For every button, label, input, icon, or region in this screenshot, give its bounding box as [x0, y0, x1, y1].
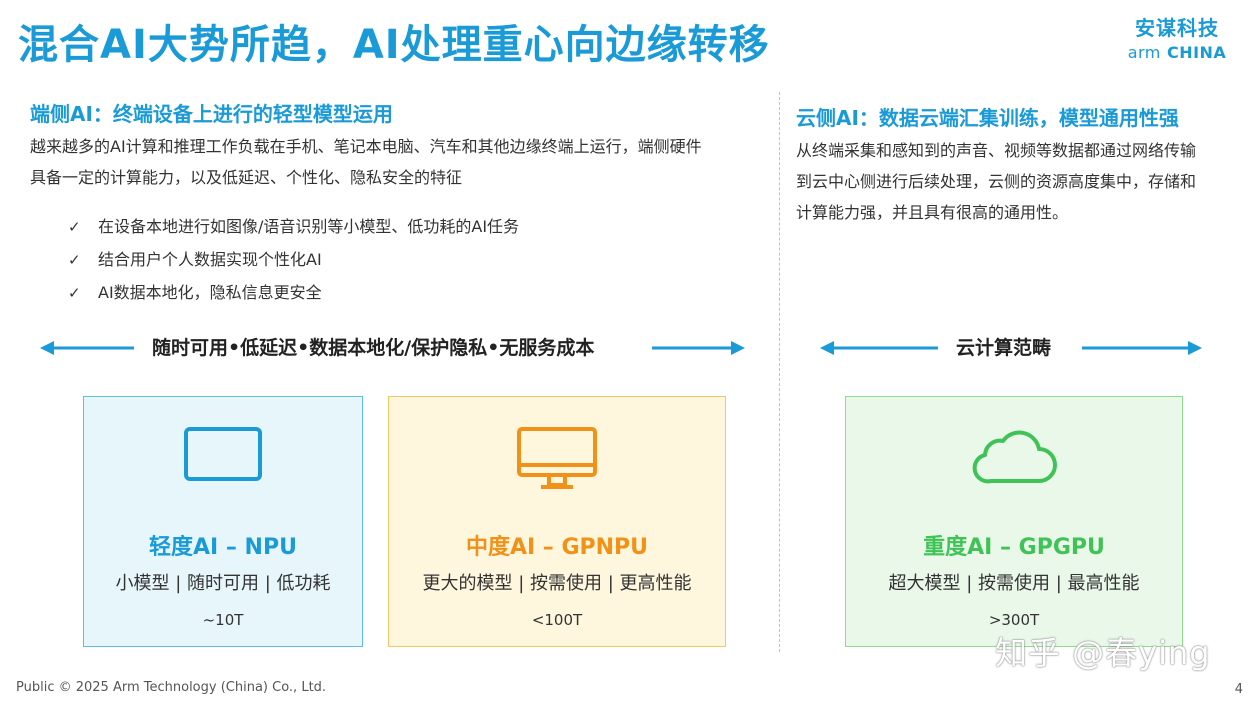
zhihu-watermark: 知乎 @春ying	[995, 634, 1211, 672]
cloud-ai-paragraph-line: 从终端采集和感知到的声音、视频等数据都通过网络传输	[796, 141, 1197, 160]
edge-ai-feature-list: ✓ 在设备本地进行如图像/语音识别等小模型、低功耗的AI任务 ✓ 结合用户个人数据实…	[68, 210, 519, 309]
cloud-ai-paragraph-line: 计算能力强，并且具有很高的通用性。	[796, 203, 1069, 222]
cloud-icon	[972, 430, 1057, 484]
card-performance: <100T	[531, 611, 583, 629]
edge-ai-benefits-row: 随时可用•低延迟•数据本地化/保护隐私•无服务成本	[40, 333, 745, 363]
list-item: ✓ 结合用户个人数据实现个性化AI	[68, 243, 519, 276]
page-title: 混合AI大势所趋，AI处理重心向边缘转移	[18, 22, 770, 68]
check-icon: ✓	[68, 284, 81, 302]
cloud-computing-label: 云计算范畴	[956, 337, 1052, 359]
card-description: 超大模型 | 按需使用 | 最高性能	[888, 573, 1140, 594]
cloud-ai-paragraph-line: 到云中心侧进行后续处理，云侧的资源高度集中，存储和	[796, 172, 1197, 191]
logo-arm-text: arm	[1127, 43, 1161, 62]
check-icon: ✓	[68, 218, 81, 236]
card-title: 重度AI – GPGPU	[923, 535, 1105, 560]
npu-card: 轻度AI – NPU 小模型 | 随时可用 | 低功耗 ~10T	[83, 396, 363, 647]
logo-english-text: arm CHINA	[1117, 43, 1237, 62]
section-divider	[779, 92, 780, 652]
edge-ai-paragraph-line: 具备一定的计算能力，以及低延迟、个性化、隐私安全的特征	[30, 168, 463, 187]
right-arrow-icon	[1082, 341, 1202, 355]
copyright-footer: Public © 2025 Arm Technology (China) Co.…	[16, 680, 327, 695]
left-arrow-icon	[40, 341, 134, 355]
check-icon: ✓	[68, 251, 81, 269]
left-arrow-icon	[820, 341, 938, 355]
list-item-text: AI数据本地化，隐私信息更安全	[98, 283, 322, 302]
edge-ai-paragraph-line: 越来越多的AI计算和推理工作负载在手机、笔记本电脑、汽车和其他边缘终端上运行，端…	[30, 137, 702, 156]
card-performance: ~10T	[202, 611, 244, 629]
card-title: 轻度AI – NPU	[149, 535, 297, 560]
list-item-text: 结合用户个人数据实现个性化AI	[98, 250, 322, 269]
list-item-text: 在设备本地进行如图像/语音识别等小模型、低功耗的AI任务	[98, 217, 520, 236]
card-description: 更大的模型 | 按需使用 | 更高性能	[422, 573, 692, 594]
cloud-ai-heading: 云侧AI：数据云端汇集训练，模型通用性强	[796, 106, 1179, 130]
edge-ai-paragraph: 越来越多的AI计算和推理工作负载在手机、笔记本电脑、汽车和其他边缘终端上运行，端…	[30, 131, 765, 193]
logo-chinese-text: 安谋科技	[1135, 16, 1219, 40]
list-item: ✓ AI数据本地化，隐私信息更安全	[68, 276, 519, 309]
card-title: 中度AI – GPNPU	[465, 535, 649, 560]
edge-ai-heading: 端侧AI：终端设备上进行的轻型模型运用	[30, 102, 393, 126]
edge-ai-benefits-label: 随时可用•低延迟•数据本地化/保护隐私•无服务成本	[152, 337, 595, 359]
cloud-ai-paragraph: 从终端采集和感知到的声音、视频等数据都通过网络传输 到云中心侧进行后续处理，云侧…	[796, 135, 1236, 228]
card-description: 小模型 | 随时可用 | 低功耗	[115, 573, 331, 594]
gpnpu-card: 中度AI – GPNPU 更大的模型 | 按需使用 | 更高性能 <100T	[388, 396, 726, 647]
gpgpu-card: 重度AI – GPGPU 超大模型 | 按需使用 | 最高性能 >300T	[845, 396, 1183, 647]
list-item: ✓ 在设备本地进行如图像/语音识别等小模型、低功耗的AI任务	[68, 210, 519, 243]
right-arrow-icon	[652, 341, 745, 355]
monitor-icon	[517, 427, 597, 489]
cloud-computing-row: 云计算范畴	[820, 333, 1202, 363]
card-performance: >300T	[988, 611, 1040, 629]
page-number: 4	[1234, 682, 1243, 697]
logo-china-text: CHINA	[1166, 43, 1227, 62]
company-logo: 安谋科技 arm CHINA	[1117, 12, 1237, 62]
tablet-icon	[184, 427, 262, 481]
